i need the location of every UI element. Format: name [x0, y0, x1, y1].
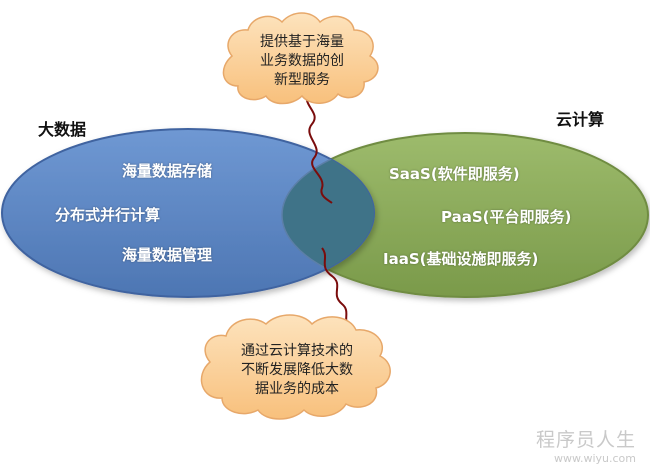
watermark: 程序员人生 www.wiyu.com — [536, 425, 636, 465]
watermark-url: www.wiyu.com — [553, 452, 636, 465]
cloud-item-paas: PaaS(平台即服务) — [441, 208, 572, 226]
big-data-item-management: 海量数据管理 — [122, 246, 213, 264]
big-data-item-parallel-computing: 分布式并行计算 — [55, 206, 161, 224]
top-cloud-line: 提供基于海量 — [260, 34, 344, 50]
top-cloud-bubble — [222, 12, 379, 105]
big-data-item-storage: 海量数据存储 — [122, 162, 213, 180]
big-data-heading: 大数据 — [38, 120, 87, 139]
top-connector-squiggle — [305, 91, 333, 204]
bottom-cloud-bubble — [200, 314, 391, 420]
cloud-item-saas: SaaS(软件即服务) — [389, 165, 520, 183]
cloud-computing-heading: 云计算 — [556, 110, 605, 129]
bottom-cloud-line: 不断发展降低大数 — [241, 362, 353, 378]
watermark-title: 程序员人生 — [535, 429, 636, 451]
top-cloud-text: 提供基于海量 业务数据的创 新型服务 — [246, 33, 358, 90]
bottom-cloud-line: 通过云计算技术的 — [241, 343, 353, 359]
top-cloud-line: 新型服务 — [274, 72, 330, 88]
bottom-cloud-text: 通过云计算技术的 不断发展降低大数 据业务的成本 — [228, 342, 366, 399]
bottom-cloud-line: 据业务的成本 — [255, 381, 339, 397]
cloud-item-iaas: IaaS(基础设施即服务) — [383, 250, 539, 268]
top-cloud-line: 业务数据的创 — [260, 53, 344, 69]
